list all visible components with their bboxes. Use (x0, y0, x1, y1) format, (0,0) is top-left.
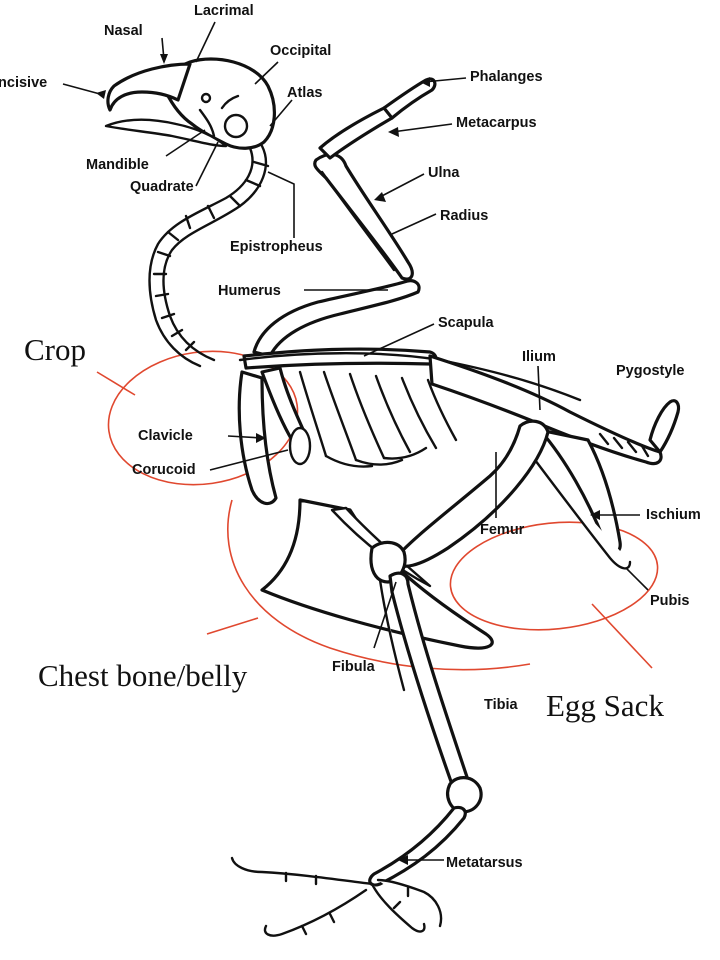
radius-bone (320, 170, 396, 272)
annotation-crop: Crop (24, 332, 86, 367)
fibula-bone (378, 578, 406, 692)
mandible-outline (104, 118, 228, 148)
metacarpus-bone (318, 105, 397, 160)
label-radius: Radius (440, 208, 489, 224)
upper-beak-outline (106, 62, 192, 112)
toe-back (230, 856, 374, 886)
label-quadrate: Quadrate (130, 179, 194, 195)
toe-front (376, 878, 443, 928)
label-ilium: Ilium (522, 349, 556, 365)
label-lacrimal: Lacrimal (194, 3, 254, 19)
label-incisive: Incisive (0, 75, 48, 91)
label-clavicle: Clavicle (138, 428, 193, 444)
sternal-ribs (324, 446, 428, 468)
chest-bone-curve (227, 499, 531, 671)
annotation-egg-sack: Egg Sack (546, 688, 664, 723)
label-atlas: Atlas (287, 85, 323, 101)
skull-suture (198, 94, 240, 138)
label-ulna: Ulna (428, 165, 460, 181)
tail-vertebrae (598, 432, 650, 458)
label-epistropheus: Epistropheus (230, 239, 323, 255)
nostril (200, 92, 212, 104)
hock-joint (446, 776, 483, 814)
eye-orbit (223, 113, 249, 139)
label-humerus: Humerus (218, 283, 281, 299)
label-metatarsus: Metatarsus (446, 855, 523, 871)
egg-sack-oval (449, 521, 659, 631)
shoulder-girdle (237, 347, 438, 506)
chest-bone-pointer (206, 617, 259, 635)
coracoid-head (288, 426, 312, 466)
leader-lines (62, 21, 649, 865)
label-mandible: Mandible (86, 157, 149, 173)
label-nasal: Nasal (104, 23, 143, 39)
phalanges-bone (382, 77, 437, 120)
label-corucoid: Corucoid (132, 462, 196, 478)
neck-vertebrae (148, 144, 270, 368)
annotation-ovals (96, 350, 659, 671)
toe-middle (370, 882, 426, 933)
pygostyle-bone (648, 399, 681, 454)
label-pubis: Pubis (650, 593, 690, 609)
label-tibia: Tibia (484, 697, 518, 713)
neck-vertebra-ridges (152, 160, 270, 352)
wing-bones (252, 77, 437, 358)
label-femur: Femur (480, 522, 525, 538)
crop-pointer (96, 371, 136, 396)
ribs (298, 370, 458, 462)
neck-outline-back (148, 146, 254, 368)
pelvis (428, 354, 681, 570)
label-fibula: Fibula (332, 659, 375, 675)
toe-inner (263, 888, 368, 937)
skull (104, 57, 276, 150)
label-occipital: Occipital (270, 43, 332, 59)
ulna-bone (313, 152, 414, 281)
leg-bones (368, 419, 550, 887)
label-scapula: Scapula (438, 315, 494, 331)
egg-sack-pointer (591, 603, 653, 669)
label-pygostyle: Pygostyle (616, 363, 685, 379)
crop-oval (107, 350, 299, 486)
label-phalanges: Phalanges (470, 69, 543, 85)
scapula-bone (242, 347, 438, 370)
humerus-bone (252, 279, 421, 358)
toe-joint-marks (284, 871, 410, 936)
label-ischium: Ischium (646, 507, 701, 523)
annotation-chest-bone-belly: Chest bone/belly (38, 658, 248, 693)
femur-bone (392, 419, 550, 568)
metatarsus-bone (368, 805, 467, 887)
label-metacarpus: Metacarpus (456, 115, 537, 131)
foot-bones (230, 856, 443, 937)
